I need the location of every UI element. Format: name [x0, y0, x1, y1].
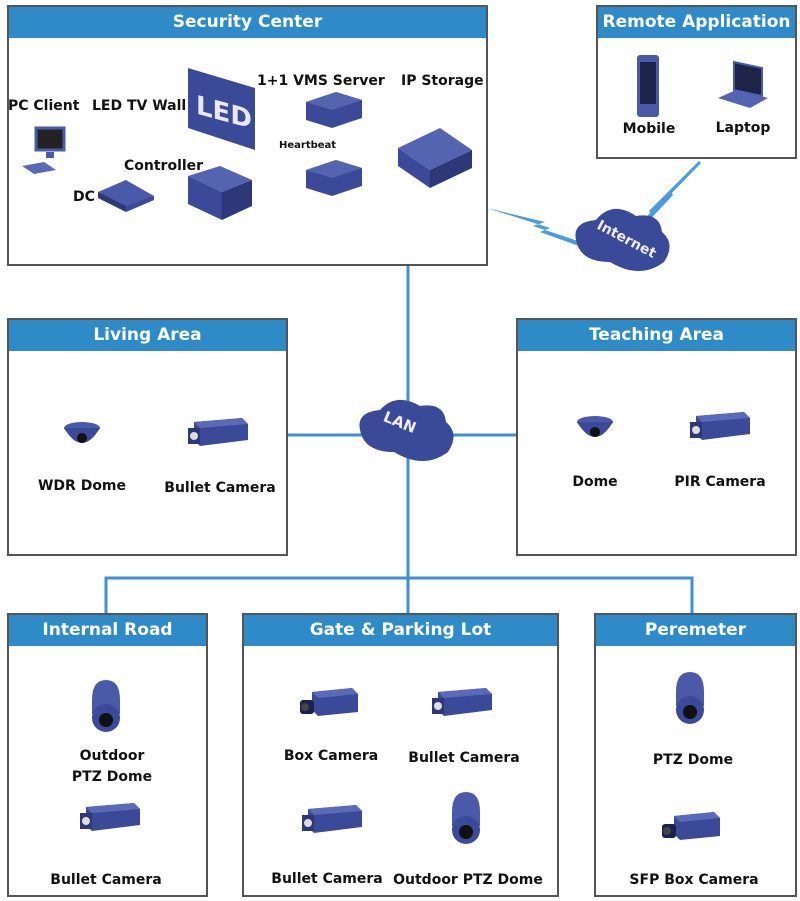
- pir-camera-icon[interactable]: [688, 412, 752, 444]
- internal-road-panel: Internal Road: [7, 613, 208, 897]
- laptop-label: Laptop: [715, 120, 771, 136]
- led-tv-wall-label: LED TV Wall: [92, 98, 187, 114]
- teaching-area-title: Teaching Area: [518, 320, 795, 351]
- bullet-camera-label: Bullet Camera: [164, 480, 276, 496]
- outdoor-ptz-dome-icon[interactable]: [446, 792, 486, 848]
- pir-camera-label: PIR Camera: [674, 474, 766, 490]
- security-center-title: Security Center: [9, 7, 486, 38]
- box-camera-icon[interactable]: [300, 688, 360, 720]
- bullet-camera-label: Bullet Camera: [408, 750, 520, 766]
- wdr-dome-icon[interactable]: [62, 418, 104, 452]
- pc-client-label: PC Client: [8, 98, 80, 114]
- outdoor-ptz-dome-label: Outdoor PTZ Dome: [393, 872, 543, 888]
- internet-lightning-right: [638, 160, 702, 230]
- outdoor-ptz-dome-icon[interactable]: [86, 680, 126, 736]
- bullet-camera-icon[interactable]: [186, 418, 250, 450]
- gate-parking-lot-title: Gate & Parking Lot: [244, 615, 557, 646]
- internet-lightning-left: [487, 208, 590, 250]
- heartbeat-label: Heartbeat: [279, 140, 337, 151]
- remote-application-panel: Remote Application: [596, 5, 797, 159]
- ip-storage-label: IP Storage: [401, 73, 484, 89]
- distribution-bus: [104, 576, 694, 613]
- teaching-area-panel: Teaching Area: [516, 318, 797, 556]
- security-center-panel: Security Center: [7, 5, 488, 266]
- gate-parking-lot-panel: Gate & Parking Lot: [242, 613, 559, 897]
- dome-icon[interactable]: [575, 412, 617, 446]
- controller-label: Controller: [124, 158, 204, 174]
- bullet-camera-label: Bullet Camera: [50, 872, 162, 888]
- bullet-camera-icon[interactable]: [78, 803, 142, 835]
- ptz-dome-icon[interactable]: [670, 672, 710, 728]
- perimeter-title: Peremeter: [596, 615, 795, 646]
- mobile-label: Mobile: [622, 121, 676, 137]
- dome-label: Dome: [572, 474, 618, 490]
- dc-label: DC: [73, 189, 95, 205]
- perimeter-panel: Peremeter: [594, 613, 797, 897]
- outdoor-ptz-dome-label-line2: PTZ Dome: [71, 769, 153, 785]
- ptz-dome-label: PTZ Dome: [652, 752, 734, 768]
- bullet-camera-icon[interactable]: [300, 805, 364, 837]
- bullet-camera-icon[interactable]: [430, 688, 494, 720]
- living-area-title: Living Area: [9, 320, 286, 351]
- internal-road-title: Internal Road: [9, 615, 206, 646]
- sfp-box-camera-icon[interactable]: [662, 812, 722, 844]
- box-camera-label: Box Camera: [283, 748, 379, 764]
- bullet-camera-label: Bullet Camera: [271, 871, 383, 887]
- remote-application-title: Remote Application: [598, 7, 795, 38]
- vms-server-label: 1+1 VMS Server: [257, 73, 385, 89]
- sfp-box-camera-label: SFP Box Camera: [629, 872, 759, 888]
- wdr-dome-label: WDR Dome: [37, 478, 127, 494]
- outdoor-ptz-dome-label-line1: Outdoor: [79, 748, 145, 764]
